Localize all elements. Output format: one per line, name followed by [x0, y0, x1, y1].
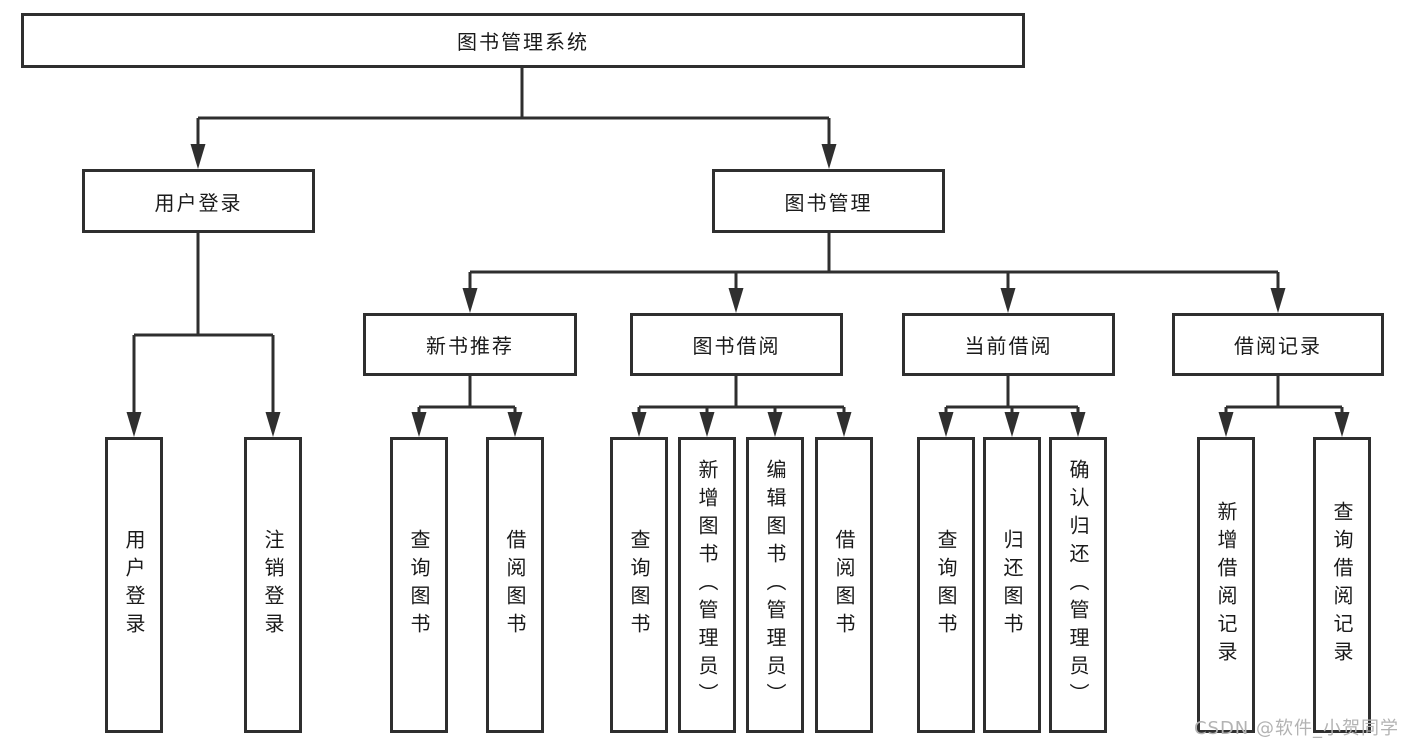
node-book-management-label: 图书管理	[784, 190, 873, 215]
node-leaf-edit-books-admin-label: 编辑图书（管理员）	[763, 459, 787, 711]
connector-current-borrow-to-leaves	[938, 376, 1086, 437]
node-user-login-label: 用户登录	[154, 190, 243, 215]
node-leaf-borrow-books-recommend: 借阅图书	[486, 437, 544, 733]
node-leaf-add-books-admin-label: 新增图书（管理员）	[695, 459, 719, 711]
node-leaf-user-login: 用户登录	[105, 437, 163, 733]
node-new-book-recommend: 新书推荐	[363, 313, 577, 376]
node-leaf-return-books: 归还图书	[983, 437, 1041, 733]
node-leaf-logout: 注销登录	[244, 437, 302, 733]
connector-borrow-records-to-leaves	[1218, 376, 1350, 437]
node-borrow-records-label: 借阅记录	[1234, 334, 1322, 358]
connector-book-borrow-to-leaves	[631, 376, 852, 437]
node-user-login: 用户登录	[82, 169, 315, 233]
node-leaf-query-books-borrow: 查询图书	[610, 437, 668, 733]
node-leaf-query-books-recommend: 查询图书	[390, 437, 448, 733]
node-book-borrow: 图书借阅	[630, 313, 843, 376]
node-leaf-borrow-books-recommend-label: 借阅图书	[503, 529, 527, 641]
node-root-label: 图书管理系统	[457, 30, 589, 54]
node-leaf-borrow-books-label: 借阅图书	[832, 529, 856, 641]
node-leaf-logout-label: 注销登录	[261, 529, 285, 641]
node-leaf-query-books-current-label: 查询图书	[934, 529, 958, 641]
node-leaf-user-login-label: 用户登录	[122, 529, 146, 641]
node-leaf-query-books-recommend-label: 查询图书	[407, 529, 431, 641]
node-root-library-system: 图书管理系统	[21, 13, 1025, 68]
node-book-management: 图书管理	[712, 169, 945, 233]
node-leaf-add-borrow-record: 新增借阅记录	[1197, 437, 1255, 733]
node-leaf-confirm-return-admin-label: 确认归还（管理员）	[1066, 459, 1090, 711]
node-leaf-query-borrow-record: 查询借阅记录	[1313, 437, 1371, 733]
node-borrow-records: 借阅记录	[1172, 313, 1384, 376]
node-leaf-query-borrow-record-label: 查询借阅记录	[1330, 501, 1354, 669]
node-leaf-query-books-current: 查询图书	[917, 437, 975, 733]
node-leaf-confirm-return-admin: 确认归还（管理员）	[1049, 437, 1107, 733]
connector-user-login-to-leaves	[126, 233, 281, 437]
node-leaf-edit-books-admin: 编辑图书（管理员）	[746, 437, 804, 733]
connector-new-book-recommend-to-leaves	[411, 376, 523, 437]
node-current-borrow: 当前借阅	[902, 313, 1115, 376]
node-current-borrow-label: 当前借阅	[964, 334, 1053, 358]
connector-root-to-level2	[190, 68, 837, 169]
csdn-watermark: CSDN @软件_小贺同学	[1193, 718, 1399, 739]
node-leaf-add-borrow-record-label: 新增借阅记录	[1214, 501, 1238, 669]
connector-book-management-to-level3	[462, 233, 1286, 313]
node-leaf-borrow-books: 借阅图书	[815, 437, 873, 733]
node-book-borrow-label: 图书借阅	[692, 334, 781, 358]
node-leaf-query-books-borrow-label: 查询图书	[627, 529, 651, 641]
node-new-book-recommend-label: 新书推荐	[426, 334, 514, 358]
node-leaf-add-books-admin: 新增图书（管理员）	[678, 437, 736, 733]
node-leaf-return-books-label: 归还图书	[1000, 529, 1024, 641]
